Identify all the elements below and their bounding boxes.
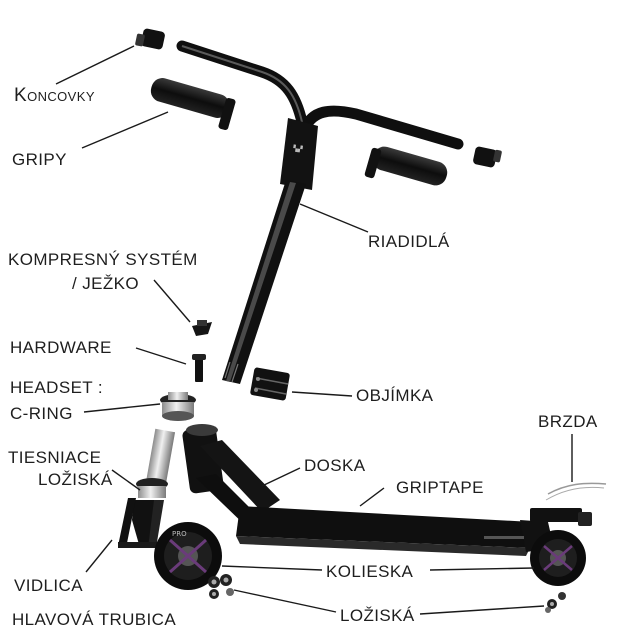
headset (160, 392, 196, 421)
wheel-front: PRO (154, 522, 222, 590)
leader-doska (261, 467, 301, 487)
hardware-bolt (192, 354, 206, 382)
label-kompresny-line2: / JEŽKO (72, 274, 140, 293)
leader-griptape (359, 487, 385, 507)
leader-loziska-left (233, 589, 337, 613)
handlebar: ▚▞ (176, 40, 464, 384)
leader-koncovky (55, 45, 135, 85)
grip-right (364, 146, 448, 186)
label-headset-line1: HEADSET : (10, 378, 104, 397)
leader-riadidla (299, 203, 369, 233)
label-kolieska: KOLIESKA (326, 562, 414, 581)
label-griptape: GRIPTAPE (396, 478, 484, 497)
deck (182, 424, 554, 556)
leader-hardware (135, 347, 187, 365)
leader-kolieska-right (429, 567, 535, 571)
label-kompresny-line1: KOMPRESNÝ SYSTÉM (8, 250, 198, 269)
leader-kolieska-left (221, 565, 323, 571)
leader-vidlica (85, 539, 113, 573)
label-vidlica: VIDLICA (14, 576, 83, 595)
wheel-front-logo: PRO (172, 530, 187, 538)
label-gripy: GRIPY (12, 150, 67, 169)
leader-loziska-right (419, 605, 545, 615)
leader-lines (55, 45, 573, 615)
bar-end-left (135, 28, 165, 50)
compression-system (192, 320, 212, 336)
label-koncovky: Koncovky (14, 85, 95, 106)
bar-end-right (473, 146, 502, 168)
label-objimka: OBJÍMKA (356, 386, 434, 405)
leader-kompresny (153, 279, 191, 323)
svg-text:▚▞: ▚▞ (292, 144, 304, 153)
bearings-rear (545, 592, 566, 613)
leader-gripy (81, 111, 169, 149)
label-tiesniace-line2: LOŽISKÁ (38, 470, 113, 489)
label-brzda: BRZDA (538, 412, 598, 431)
fork (118, 428, 176, 548)
label-hardware: HARDWARE (10, 338, 112, 357)
label-doska: DOSKA (304, 456, 366, 475)
brake (530, 482, 607, 526)
leader-headset (83, 403, 161, 413)
label-riadidla: RIADIDLÁ (368, 232, 450, 251)
label-tiesniace-line1: TIESNIACE (8, 448, 102, 467)
wheel-rear (530, 530, 586, 586)
label-headset-line2: C-RING (10, 404, 73, 423)
leader-objimka (291, 391, 353, 397)
label-loziska: LOŽISKÁ (340, 606, 415, 625)
bearings-front (208, 574, 234, 599)
grip-left (150, 78, 236, 131)
label-hlavova-trubica: HLAVOVÁ TRUBICA (12, 610, 177, 629)
clamp (250, 367, 290, 401)
leader-tiesniace (111, 469, 141, 491)
